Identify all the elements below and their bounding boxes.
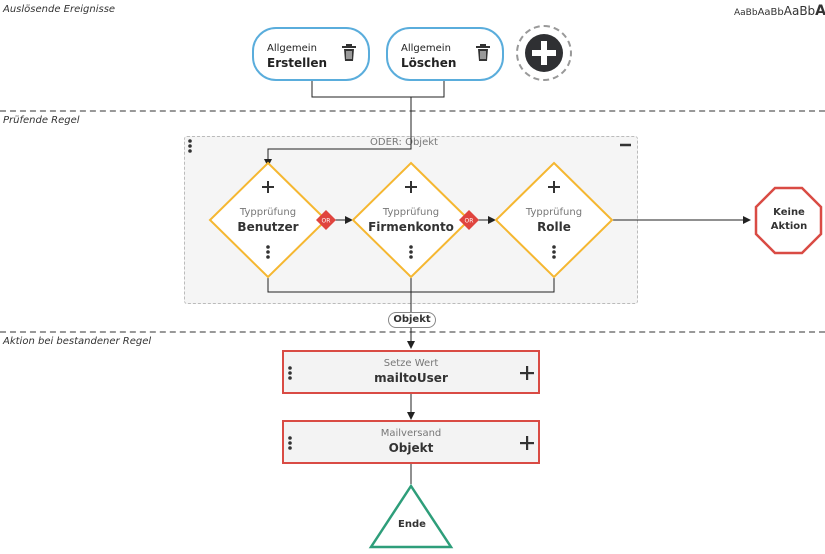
event-allgemein-loeschen[interactable]: Allgemein Löschen bbox=[386, 27, 504, 81]
no-action-line-1: Keine bbox=[773, 207, 805, 218]
font-size-samples[interactable]: AaBbAaBbAaBbAaBb bbox=[734, 3, 825, 19]
more-vertical-icon[interactable] bbox=[287, 365, 293, 381]
plus-icon[interactable] bbox=[548, 181, 560, 193]
trash-icon[interactable] bbox=[342, 44, 356, 61]
check-value: Benutzer bbox=[237, 220, 299, 234]
group-more-vertical-icon[interactable] bbox=[188, 139, 192, 153]
section-divider bbox=[0, 110, 825, 112]
check-node-rolle[interactable] bbox=[494, 161, 614, 279]
action-mailversand[interactable]: Mailversand Objekt bbox=[282, 420, 540, 464]
check-label-firmenkonto: Typprüfung Firmenkonto bbox=[356, 207, 466, 234]
more-vertical-icon[interactable] bbox=[552, 245, 556, 259]
section-label-action: Aktion bei bestandener Regel bbox=[3, 336, 152, 347]
check-value: Firmenkonto bbox=[368, 220, 454, 234]
font-sample-l[interactable]: AaBb bbox=[815, 3, 825, 19]
check-value: Rolle bbox=[537, 220, 571, 234]
event-category: Allgemein bbox=[401, 43, 451, 54]
action-value: Objekt bbox=[388, 441, 434, 455]
plus-icon[interactable] bbox=[520, 366, 534, 380]
section-label-trigger: Auslösende Ereignisse bbox=[3, 4, 116, 15]
event-name: Erstellen bbox=[267, 56, 328, 70]
no-action-line-2: Aktion bbox=[770, 221, 808, 232]
event-name: Löschen bbox=[401, 56, 457, 70]
plus-icon[interactable] bbox=[262, 181, 274, 193]
font-sample-xs[interactable]: AaBb bbox=[734, 8, 758, 18]
connector-events bbox=[311, 81, 445, 98]
add-event-button[interactable] bbox=[516, 25, 572, 81]
or-group-title: ODER: Objekt bbox=[370, 137, 438, 148]
or-badge bbox=[459, 210, 479, 230]
action-type: Mailversand bbox=[380, 428, 442, 439]
check-node-firmenkonto[interactable] bbox=[351, 161, 471, 279]
trash-icon[interactable] bbox=[476, 44, 490, 61]
more-vertical-icon[interactable] bbox=[266, 245, 270, 259]
check-label-benutzer: Typprüfung Benutzer bbox=[213, 207, 323, 234]
plus-icon[interactable] bbox=[405, 181, 417, 193]
section-label-check: Prüfende Regel bbox=[3, 115, 80, 126]
event-allgemein-erstellen[interactable]: Allgemein Erstellen bbox=[252, 27, 370, 81]
section-divider bbox=[0, 331, 825, 333]
action-setze-wert[interactable]: Setze Wert mailtoUser bbox=[282, 350, 540, 394]
event-category: Allgemein bbox=[267, 43, 317, 54]
check-type: Typprüfung bbox=[525, 207, 583, 218]
or-badge-label: OR bbox=[465, 218, 474, 225]
no-action-label: Keine Aktion bbox=[757, 206, 821, 234]
more-vertical-icon[interactable] bbox=[287, 435, 293, 451]
check-type: Typprüfung bbox=[239, 207, 297, 218]
check-node-benutzer[interactable] bbox=[208, 161, 328, 279]
action-type: Setze Wert bbox=[383, 358, 439, 369]
or-badge-label: OR bbox=[322, 218, 331, 225]
end-label: Ende bbox=[398, 519, 426, 530]
plus-icon bbox=[532, 41, 556, 65]
check-type: Typprüfung bbox=[382, 207, 440, 218]
plus-icon[interactable] bbox=[520, 436, 534, 450]
connector-to-first-check bbox=[264, 97, 412, 167]
end-node[interactable] bbox=[368, 483, 454, 549]
no-action-stop-node[interactable] bbox=[754, 186, 823, 255]
more-vertical-icon[interactable] bbox=[409, 245, 413, 259]
or-badge bbox=[316, 210, 336, 230]
edge-label-objekt: Objekt bbox=[388, 312, 436, 328]
action-value: mailtoUser bbox=[374, 371, 448, 385]
font-sample-s[interactable]: AaBb bbox=[757, 7, 784, 18]
font-sample-m[interactable]: AaBb bbox=[783, 4, 816, 18]
check-label-rolle: Typprüfung Rolle bbox=[499, 207, 609, 234]
